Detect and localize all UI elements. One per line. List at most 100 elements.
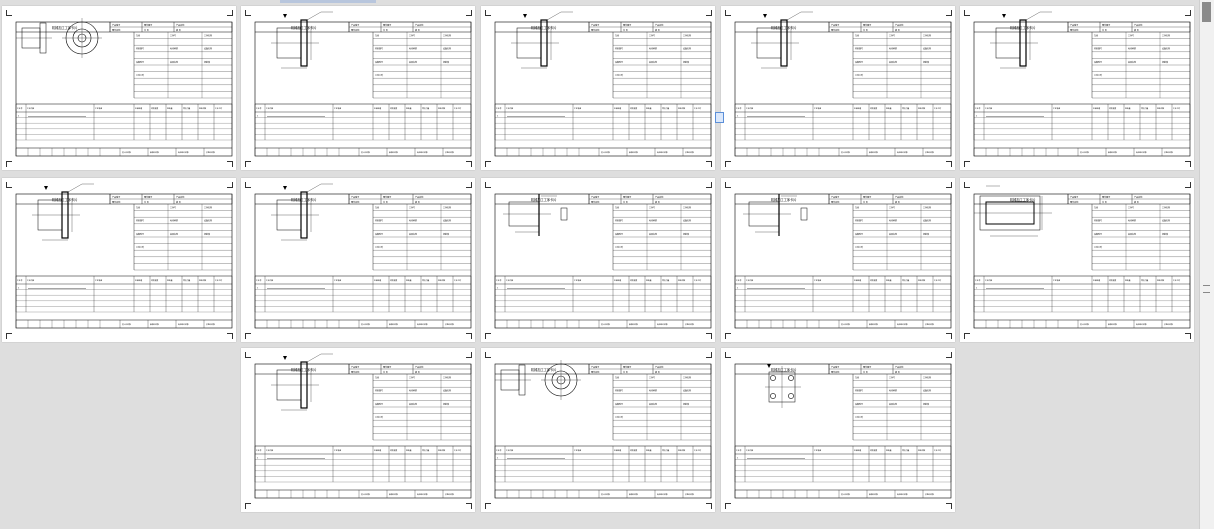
footer-label: 审核(日期) xyxy=(869,322,878,326)
table-header: 背吃刀量 xyxy=(662,278,669,282)
info-label: 工序工时 xyxy=(375,245,383,249)
info-label: 车间 xyxy=(1094,206,1098,210)
info-label: 材料牌号 xyxy=(375,219,383,223)
header-label: 零件图号 xyxy=(383,23,391,27)
footer-label: 标准化(日期) xyxy=(417,492,428,496)
info-label: 设备名称 xyxy=(443,389,451,393)
info-label: 设备名称 xyxy=(683,47,691,51)
info-label: 夹具名称 xyxy=(649,232,657,236)
datum-arrow xyxy=(44,186,48,190)
page-thumbnail[interactable]: 机械加工工序卡片产品型号零件图号产品名称零件名称共 页第 页车间工序号工序名称材… xyxy=(721,178,955,342)
info-label: 切削液 xyxy=(683,232,689,236)
table-header: 进给量 xyxy=(167,106,173,110)
table-header: 工步号 xyxy=(496,448,502,452)
footer-label: 标准化(日期) xyxy=(897,150,908,154)
table-header: 进给量 xyxy=(646,448,652,452)
crop-mark xyxy=(466,333,472,339)
footer-label: 审核(日期) xyxy=(869,492,878,496)
page-thumbnail[interactable]: 机械加工工序卡片产品型号零件图号产品名称零件名称共 页第 页车间工序号工序名称材… xyxy=(721,348,955,512)
info-label: 工序名称 xyxy=(923,34,931,38)
info-label: 材料牌号 xyxy=(855,219,863,223)
table-header: 切削速度 xyxy=(870,448,877,452)
sheet-content: 机械加工工序卡片产品型号零件图号产品名称零件名称共 页第 页车间工序号工序名称材… xyxy=(494,360,712,499)
page-thumbnail[interactable]: 机械加工工序卡片产品型号零件图号产品名称零件名称共 页第 页车间工序号工序名称材… xyxy=(241,348,475,512)
info-label: 设备名称 xyxy=(683,389,691,393)
page-split-handle[interactable] xyxy=(715,112,724,123)
info-label: 车间 xyxy=(855,34,859,38)
crop-mark xyxy=(725,333,731,339)
sheet-frame xyxy=(15,193,233,329)
process-card-sheet: 机械加工工序卡片产品型号零件图号产品名称零件名称共 页第 页车间工序号工序名称材… xyxy=(734,11,952,157)
page-thumbnail[interactable]: 机械加工工序卡片产品型号零件图号产品名称零件名称共 页第 页车间工序号工序名称材… xyxy=(2,178,236,342)
page-thumbnail[interactable]: 机械加工工序卡片产品型号零件图号产品名称零件名称共 页第 页车间工序号工序名称材… xyxy=(2,6,236,170)
info-label: 夹具名称 xyxy=(889,402,897,406)
info-label: 夹具名称 xyxy=(170,232,178,236)
card-title: 机械加工工序卡片 xyxy=(1010,25,1036,30)
crop-mark xyxy=(1185,182,1191,188)
crop-mark xyxy=(227,10,233,16)
header-label: 产品名称 xyxy=(176,23,184,27)
table-header: 工步内容 xyxy=(746,278,753,282)
sheet-frame xyxy=(254,21,472,157)
info-label: 毛坯种类 xyxy=(170,47,178,51)
table-header: 切削速度 xyxy=(630,448,637,452)
page-thumbnail[interactable]: 机械加工工序卡片产品型号零件图号产品名称零件名称共 页第 页车间工序号工序名称材… xyxy=(481,348,715,512)
info-label: 车间 xyxy=(855,376,859,380)
crop-mark xyxy=(466,10,472,16)
info-label: 毛坯种类 xyxy=(889,389,897,393)
step-number: 1 xyxy=(737,458,739,460)
crop-mark xyxy=(466,182,472,188)
info-label: 工序号 xyxy=(889,376,895,380)
header-label: 产品名称 xyxy=(176,195,184,199)
page-thumbnail[interactable]: 机械加工工序卡片产品型号零件图号产品名称零件名称共 页第 页车间工序号工序名称材… xyxy=(241,6,475,170)
info-label: 毛坯种类 xyxy=(409,47,417,51)
sheet-content: 机械加工工序卡片产品型号零件图号产品名称零件名称共 页第 页车间工序号工序名称材… xyxy=(734,11,952,157)
info-label: 车间 xyxy=(615,376,619,380)
sheet-frame xyxy=(734,363,952,499)
crop-mark xyxy=(1185,333,1191,339)
crop-mark xyxy=(485,182,491,188)
page-thumbnail[interactable]: 机械加工工序卡片产品型号零件图号产品名称零件名称共 页第 页车间工序号工序名称材… xyxy=(960,6,1194,170)
vertical-scrollbar[interactable]: ▲ xyxy=(1199,0,1214,529)
table-header: 切削速度 xyxy=(390,278,397,282)
header-label: 产品名称 xyxy=(1134,23,1142,27)
process-card-sheet: 机械加工工序卡片产品型号零件图号产品名称零件名称共 页第 页车间工序号工序名称材… xyxy=(15,183,233,329)
header-label: 第 页 xyxy=(655,200,660,204)
header-label: 第 页 xyxy=(176,28,181,32)
sheet-content: 机械加工工序卡片产品型号零件图号产品名称零件名称共 页第 页车间工序号工序名称材… xyxy=(254,353,472,499)
header-label: 共 页 xyxy=(863,200,868,204)
table-header: 主轴转速 xyxy=(614,106,621,110)
card-title: 机械加工工序卡片 xyxy=(52,25,78,30)
footer-label: 标准化(日期) xyxy=(897,322,908,326)
info-label: 工序名称 xyxy=(443,206,451,210)
page-thumbnail[interactable]: 机械加工工序卡片产品型号零件图号产品名称零件名称共 页第 页车间工序号工序名称材… xyxy=(481,178,715,342)
table-header: 主轴转速 xyxy=(374,278,381,282)
table-header: 工步工时 xyxy=(934,106,941,110)
table-header: 工步号 xyxy=(736,448,742,452)
scroll-thumb[interactable] xyxy=(1202,2,1211,22)
page-thumbnail[interactable]: 机械加工工序卡片产品型号零件图号产品名称零件名称共 页第 页车间工序号工序名称材… xyxy=(960,178,1194,342)
header-label: 第 页 xyxy=(415,28,420,32)
process-card-sheet: 机械加工工序卡片产品型号零件图号产品名称零件名称共 页第 页车间工序号工序名称材… xyxy=(494,11,712,157)
datum-arrow xyxy=(283,14,287,18)
footer-label: 设计(日期) xyxy=(841,492,850,496)
info-label: 工序名称 xyxy=(683,34,691,38)
crop-mark xyxy=(706,352,712,358)
table-header: 切削速度 xyxy=(151,106,158,110)
table-header: 进给次数 xyxy=(1157,278,1164,282)
header-label: 产品型号 xyxy=(831,195,839,199)
footer-label: 审核(日期) xyxy=(150,322,159,326)
info-label: 工序名称 xyxy=(1162,34,1170,38)
table-header: 背吃刀量 xyxy=(662,448,669,452)
crop-mark xyxy=(725,10,731,16)
header-label: 零件名称 xyxy=(831,200,839,204)
page-thumbnail[interactable]: 机械加工工序卡片产品型号零件图号产品名称零件名称共 页第 页车间工序号工序名称材… xyxy=(241,178,475,342)
table-header: 工步号 xyxy=(975,278,981,282)
header-label: 零件名称 xyxy=(1070,200,1078,204)
page-thumbnail[interactable]: 机械加工工序卡片产品型号零件图号产品名称零件名称共 页第 页车间工序号工序名称材… xyxy=(721,6,955,170)
info-label: 设备型号 xyxy=(855,232,863,236)
page-thumbnail[interactable]: 机械加工工序卡片产品型号零件图号产品名称零件名称共 页第 页车间工序号工序名称材… xyxy=(481,6,715,170)
header-label: 共 页 xyxy=(144,200,149,204)
table-header: 切削速度 xyxy=(390,448,397,452)
